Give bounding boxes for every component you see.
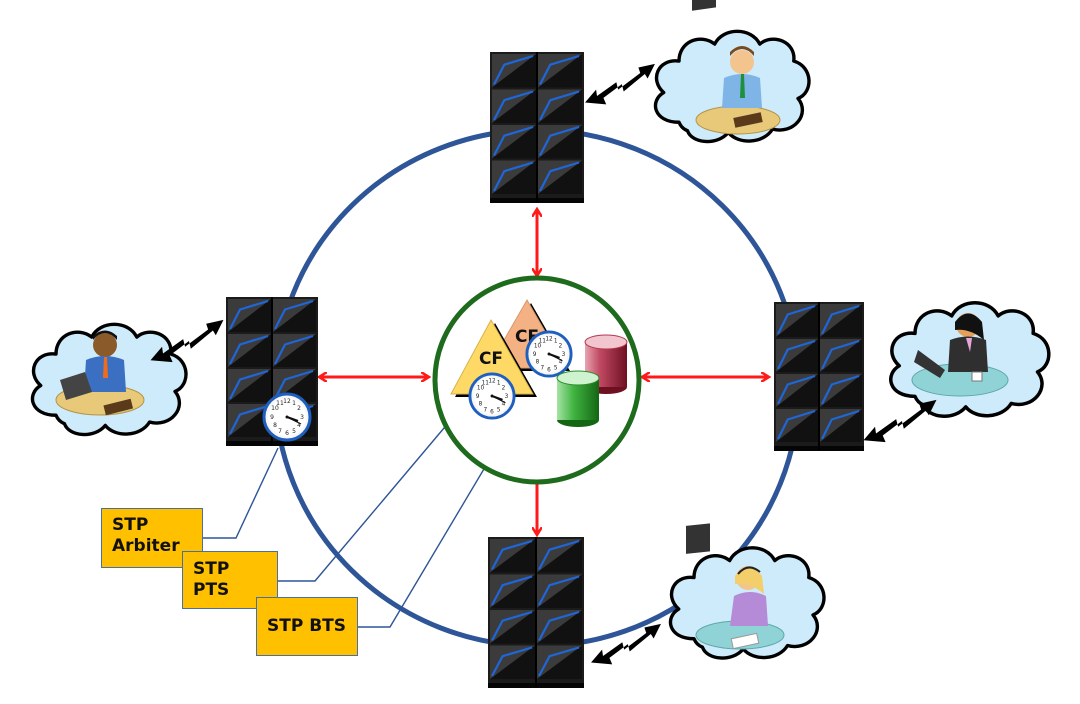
database-green-icon	[556, 370, 600, 427]
user-bottom-right-icon	[686, 523, 785, 650]
stp-arbiter-line1: STP	[112, 515, 149, 535]
user-cloud-left	[30, 322, 188, 437]
user-cloud-bottom-right	[668, 523, 826, 660]
user-cloud-right	[888, 300, 1051, 419]
server-bottom-mainframe	[488, 537, 584, 688]
user-right-icon	[911, 313, 1009, 397]
server-top-mainframe	[490, 52, 584, 203]
connector-pts	[278, 395, 472, 582]
cf-label-front: CF	[479, 349, 503, 369]
user-left-icon	[55, 330, 145, 416]
stp-bts-text: STP BTS	[267, 616, 347, 636]
server-right-mainframe	[774, 302, 864, 451]
user-cloud-top-right	[653, 0, 811, 144]
user-top-right-icon	[692, 0, 781, 135]
stp-pts-text: STP PTS	[193, 559, 230, 600]
stp-bts-label: STP BTS	[256, 597, 358, 656]
stp-arbiter-line2: Arbiter	[112, 536, 180, 556]
connector-arbiter	[203, 447, 279, 539]
stp-pts-label: STP PTS	[182, 551, 278, 609]
cf-unit-front: CF	[450, 318, 537, 397]
coupling-facility: CF CF	[450, 298, 628, 427]
